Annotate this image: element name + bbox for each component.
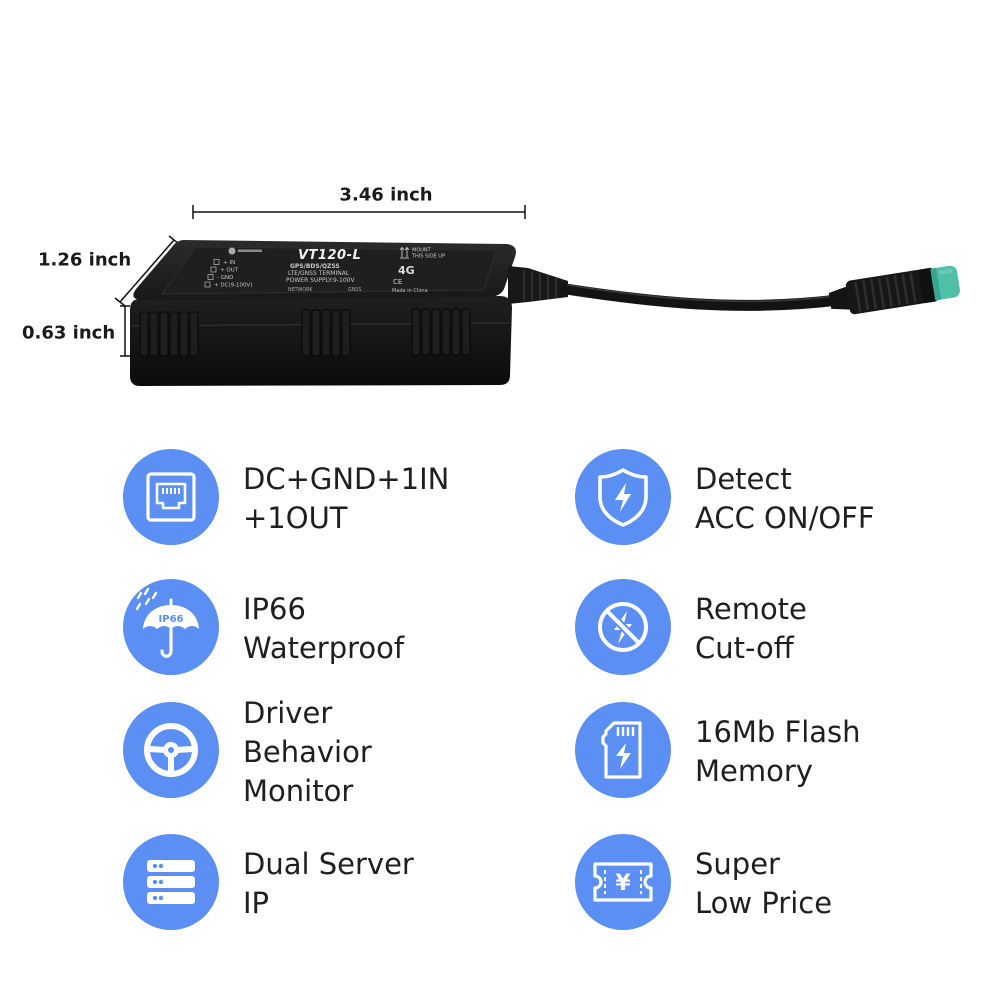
ticket-yen-icon: ¥	[593, 862, 653, 902]
feature-flash-memory: 16Mb Flash Memory	[575, 702, 861, 798]
server-stack-icon	[147, 860, 195, 904]
feature-text: Dual Server IP	[243, 845, 414, 923]
rain-drops	[135, 587, 158, 611]
wiring-label: + DC(9-100V)	[214, 283, 252, 289]
cable	[508, 266, 844, 311]
feature-text: Super Low Price	[695, 845, 832, 923]
feature-badge	[123, 702, 219, 798]
steering-wheel-icon	[144, 723, 198, 777]
feature-text: Driver Behavior Monitor	[243, 694, 372, 811]
spec-line: LTE/GNSS TERMINAL	[288, 270, 350, 277]
dimension-width: 1.26 inch	[38, 235, 180, 307]
ethernet-port-icon	[146, 472, 196, 522]
dimension-height: 0.63 inch	[22, 305, 130, 357]
front-grille-right	[411, 308, 471, 356]
feature-io-ports: DC+GND+1IN +1OUT	[123, 449, 449, 545]
feature-line: Dual Server	[243, 847, 414, 881]
dimension-width-label: 1.26 inch	[38, 250, 131, 271]
front-grille-left	[139, 311, 199, 357]
feature-badge: ¥	[575, 834, 671, 930]
feature-badge	[575, 702, 671, 798]
feature-line: Memory	[695, 754, 813, 788]
feature-line: IP66	[243, 592, 306, 626]
feature-remote-cutoff: Remote Cut-off	[575, 579, 807, 675]
sd-card-icon	[601, 721, 642, 779]
feature-text: Detect ACC ON/OFF	[695, 460, 875, 538]
feature-line: ACC ON/OFF	[695, 501, 875, 535]
umbrella-icon-text: IP66	[159, 614, 184, 625]
mount-label: THIS SIDE UP	[411, 254, 445, 260]
mount-label: MOUNT	[412, 248, 432, 254]
strain-relief-ridges	[523, 270, 557, 301]
feature-line: Behavior	[243, 734, 372, 769]
feature-line: Driver	[243, 695, 333, 730]
ticket-icon-text: ¥	[615, 871, 631, 896]
feature-text: DC+GND+1IN +1OUT	[243, 460, 449, 538]
power-cut-icon	[598, 602, 648, 652]
feature-line: Waterproof	[243, 631, 405, 665]
front-grille-middle	[301, 309, 351, 357]
cable-wire	[560, 283, 844, 311]
feature-line: 16Mb Flash	[695, 715, 861, 749]
feature-badge	[123, 449, 219, 545]
feature-text: IP66 Waterproof	[243, 590, 404, 668]
feature-line: DC+GND+1IN	[243, 462, 450, 496]
feature-line: Detect	[695, 462, 792, 496]
feature-line: +1OUT	[243, 501, 348, 535]
feature-badge	[575, 579, 671, 675]
feature-acc-detect: Detect ACC ON/OFF	[575, 449, 875, 545]
indicator-label: GNSS	[348, 287, 361, 293]
spec-line: POWER SUPPLY:9-100V	[286, 277, 355, 284]
feature-line: IP	[243, 886, 270, 920]
device-label-plate	[161, 246, 497, 295]
mount-arrows-icon	[399, 246, 410, 259]
feature-line: Super	[695, 847, 780, 881]
feature-low-price: ¥ Super Low Price	[575, 834, 832, 930]
cable-highlight	[567, 284, 837, 303]
device-model-label: VT120-L	[298, 248, 361, 263]
spec-line: GPS/BDS/QZSS	[290, 263, 340, 270]
origin-label: Made in China	[392, 288, 428, 294]
dimension-height-label: 0.63 inch	[22, 323, 115, 344]
connector	[828, 265, 960, 315]
feature-dual-server: Dual Server IP	[123, 834, 414, 930]
brand-logo	[228, 247, 262, 255]
strain-relief	[508, 266, 568, 304]
umbrella-icon: IP66	[135, 587, 199, 658]
feature-badge: IP66	[123, 579, 219, 675]
feature-line: Monitor	[243, 773, 354, 808]
shield-bolt-icon	[598, 468, 648, 527]
wiring-label: - GND	[217, 275, 233, 281]
indicator-label: NETWORK	[288, 287, 313, 293]
dimension-length-label: 3.46 inch	[339, 185, 432, 206]
feature-line: Cut-off	[695, 631, 794, 665]
feature-text: Remote Cut-off	[695, 590, 807, 668]
device-body	[130, 240, 516, 386]
wiring-label: + IN	[223, 260, 235, 266]
feature-badge	[123, 834, 219, 930]
feature-text: 16Mb Flash Memory	[695, 713, 861, 791]
wiring-label: + OUT	[220, 268, 239, 274]
device-illustration: 3.46 inch 1.26 inch 0.63 inch	[22, 185, 960, 386]
wiring-legend: + IN + OUT - GND + DC(9-100V)	[204, 259, 252, 289]
feature-line: Remote	[695, 592, 807, 626]
feature-line: Low Price	[695, 886, 833, 920]
network-badge: 4G	[398, 264, 415, 277]
feature-waterproof: IP66 IP66 Waterproof	[123, 579, 404, 675]
feature-driver-behavior: Driver Behavior Monitor	[123, 696, 372, 808]
certification-mark: CE	[393, 278, 402, 286]
feature-badge	[575, 449, 671, 545]
dimension-length: 3.46 inch	[192, 185, 526, 219]
device-label: VT120-L + IN + OUT - GND + DC(9-100V) GP…	[204, 246, 445, 294]
